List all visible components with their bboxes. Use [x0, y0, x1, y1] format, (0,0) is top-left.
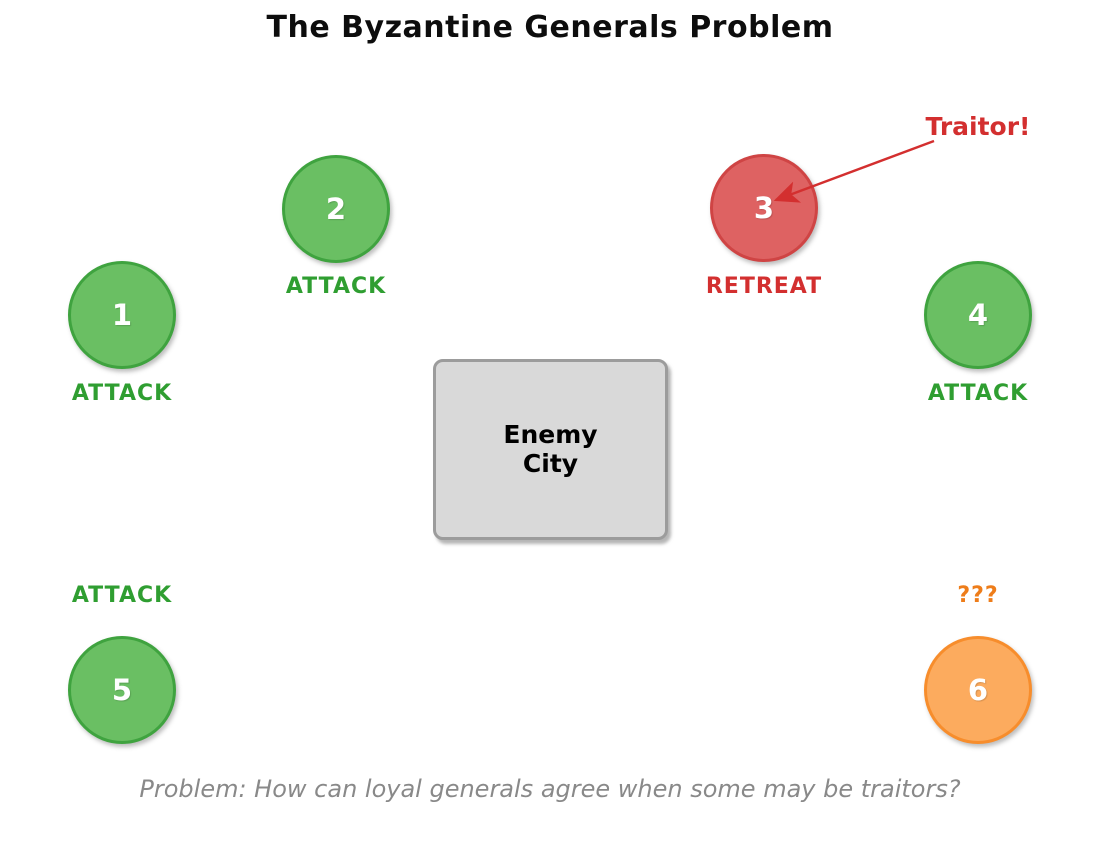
traitor-callout-label: Traitor!: [925, 112, 1031, 141]
problem-caption: Problem: How can loyal generals agree wh…: [139, 775, 961, 803]
general-6-decision-label: ???: [957, 583, 999, 608]
enemy-city-label-line1: Enemy: [503, 419, 598, 449]
general-2-decision-label: ATTACK: [285, 274, 387, 299]
general-2-number: 2: [325, 192, 347, 226]
general-3-decision-label: RETREAT: [705, 274, 823, 299]
enemy-city-box: Enemy City: [433, 359, 668, 540]
enemy-city-label-line2: City: [522, 448, 579, 478]
general-5-node: 5: [68, 636, 176, 744]
general-3-number: 3: [753, 191, 775, 225]
general-4-number: 4: [967, 298, 989, 332]
general-6-number: 6: [967, 673, 989, 707]
general-5-number: 5: [111, 673, 133, 707]
general-1-number: 1: [111, 298, 133, 332]
diagram-title: The Byzantine Generals Problem: [266, 10, 834, 45]
general-1-decision-label: ATTACK: [71, 381, 173, 406]
general-3-node: 3: [710, 154, 818, 262]
general-4-decision-label: ATTACK: [927, 381, 1029, 406]
general-5-decision-label: ATTACK: [71, 583, 173, 608]
general-6-node: 6: [924, 636, 1032, 744]
general-1-node: 1: [68, 261, 176, 369]
general-2-node: 2: [282, 155, 390, 263]
general-4-node: 4: [924, 261, 1032, 369]
